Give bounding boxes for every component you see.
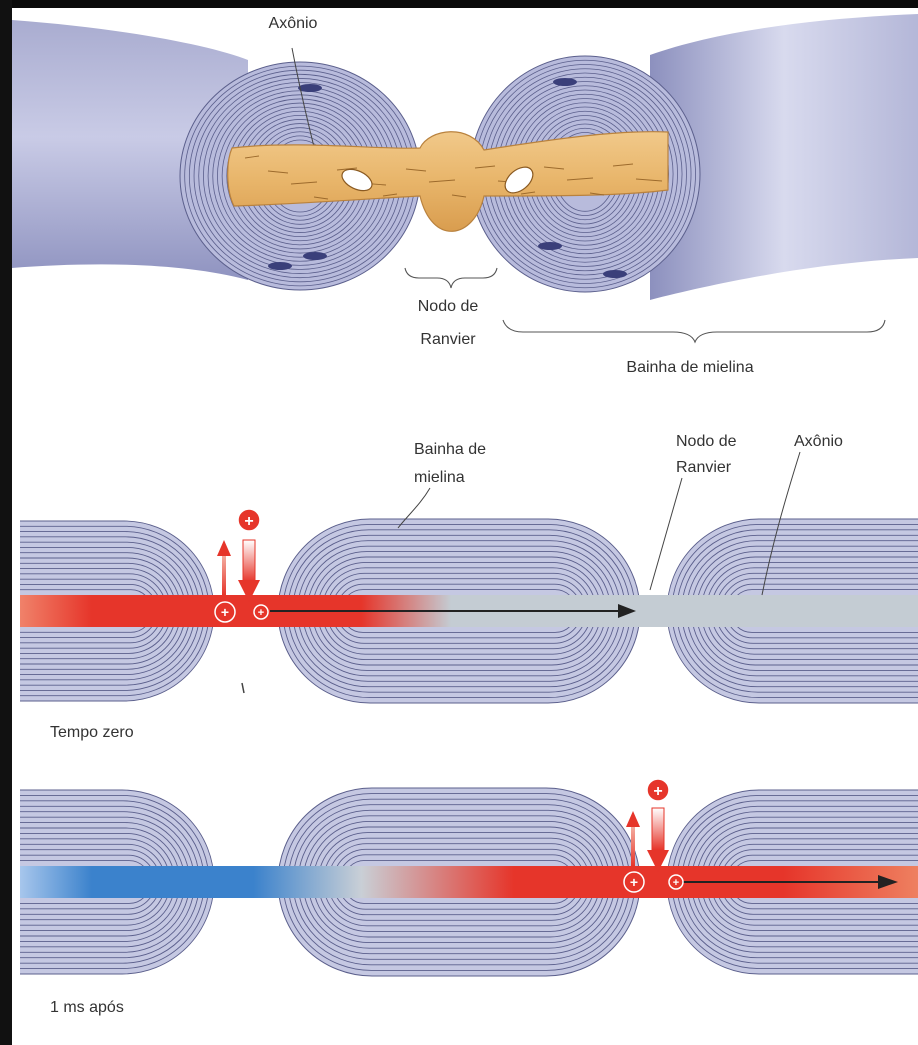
plus-symbol: +: [221, 604, 229, 620]
sheath-label-top: Bainha de mielina: [626, 359, 753, 376]
plus-symbol: +: [653, 783, 662, 800]
plus-symbol: +: [258, 607, 264, 619]
sheath-label-mid-line1: Bainha de: [414, 441, 486, 458]
efflux-arrow-one-ms: [631, 824, 635, 866]
node-label-top-line1: Nodo de: [418, 298, 479, 315]
bottom-panel-one-ms-later: + + + 1 ms após: [20, 779, 918, 1016]
node-label-mid-line1: Nodo de: [676, 433, 737, 450]
top-panel-node-of-ranvier: Axônio Nodo de Ranvier Bainha de mielina: [12, 8, 918, 376]
top-frame-edge: [0, 0, 918, 8]
axon-label-mid: Axônio: [794, 433, 843, 450]
influx-arrow-time-zero: [243, 540, 255, 582]
plus-symbol: +: [673, 877, 679, 889]
axon-label-top: Axônio: [269, 15, 318, 32]
efflux-arrow-time-zero: [222, 553, 226, 595]
influx-arrow-one-ms: [652, 808, 664, 850]
sheath-brace-top: [503, 320, 885, 342]
sheath-label-mid-line2: mielina: [414, 469, 465, 486]
middle-panel-time-zero: + + + Bainha de mielina Nodo de Ranvier …: [20, 433, 918, 741]
plus-symbol: +: [630, 874, 638, 890]
left-frame-edge: [0, 0, 12, 1045]
node-label-mid-line2: Ranvier: [676, 459, 732, 476]
caption-one-ms: 1 ms após: [50, 999, 124, 1016]
caption-time-zero: Tempo zero: [50, 724, 134, 741]
plus-symbol: +: [244, 513, 253, 530]
node-label-top-line2: Ranvier: [420, 331, 476, 348]
